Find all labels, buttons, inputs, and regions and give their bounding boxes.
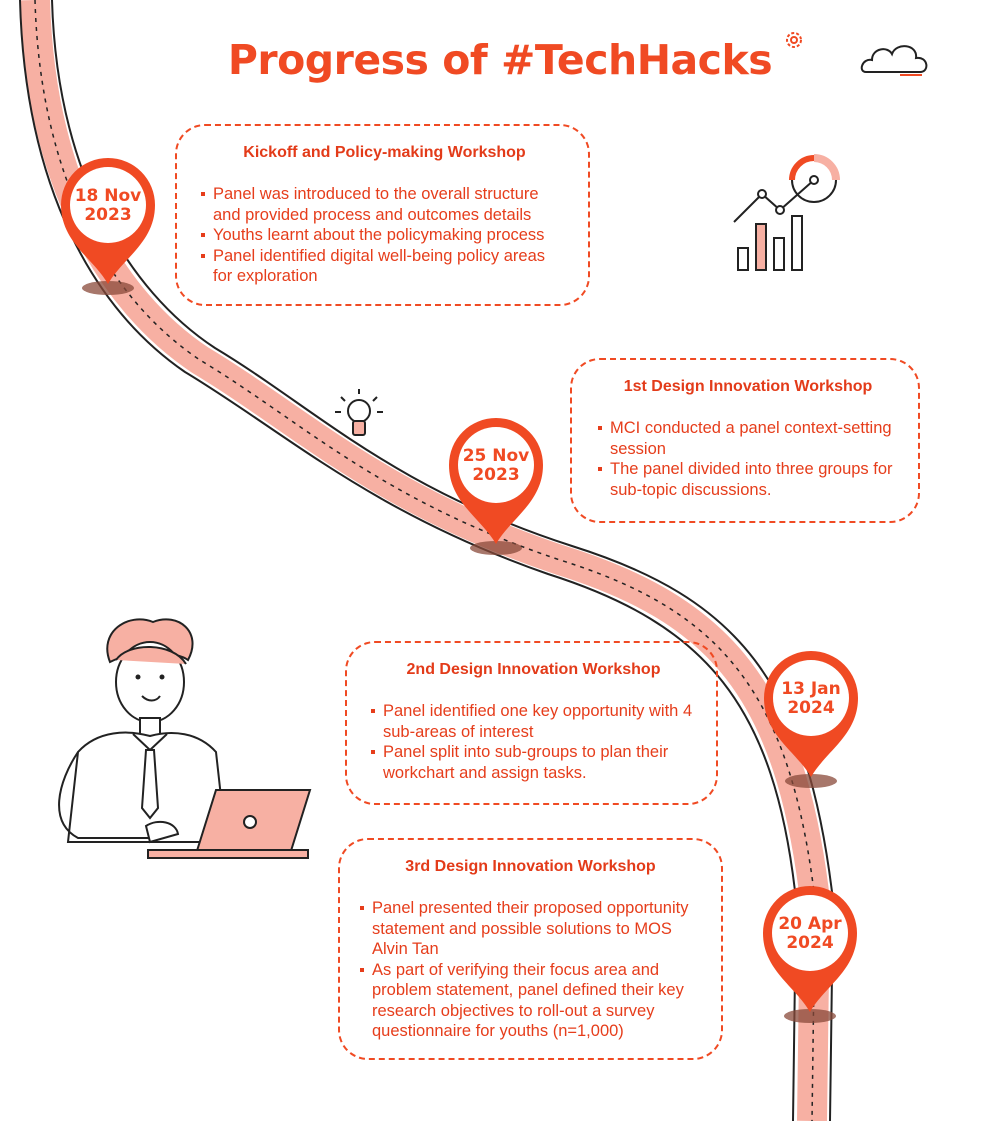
lightbulb-icon <box>335 389 383 436</box>
milestone-card-kickoff: Kickoff and Policy-making Workshop Panel… <box>175 124 590 306</box>
milestone-bullet: Panel split into sub-groups to plan thei… <box>371 742 696 783</box>
milestone-bullet: As part of verifying their focus area an… <box>360 960 701 1042</box>
map-pin-13-jan-2024: 13 Jan 2024 <box>756 643 866 793</box>
gear-icon <box>786 32 802 48</box>
milestone-bullets: Panel identified one key opportunity wit… <box>371 701 696 783</box>
map-pin-18-nov-2023: 18 Nov 2023 <box>53 150 163 300</box>
milestone-heading: 3rd Design Innovation Workshop <box>405 858 656 875</box>
person-with-laptop-illustration <box>58 618 312 859</box>
milestone-bullet: Panel identified one key opportunity wit… <box>371 701 696 742</box>
milestone-card-1st-design: 1st Design Innovation Workshop MCI condu… <box>570 358 920 523</box>
cloud-icon <box>860 45 928 76</box>
milestone-bullets: MCI conducted a panel context-setting se… <box>598 418 898 500</box>
chart-icon <box>733 154 840 271</box>
milestone-heading: Kickoff and Policy-making Workshop <box>243 144 526 161</box>
pin-date-year: 2024 <box>786 933 834 953</box>
pin-date-day: 18 Nov <box>74 186 142 206</box>
pin-date-day: 13 Jan <box>781 679 841 699</box>
milestone-bullets: Panel presented their proposed opportuni… <box>360 898 701 1042</box>
milestone-card-2nd-design: 2nd Design Innovation Workshop Panel ide… <box>345 641 718 805</box>
pin-date-year: 2023 <box>472 465 520 485</box>
milestone-bullet: Panel was introduced to the overall stru… <box>201 184 568 225</box>
milestone-bullet: The panel divided into three groups for … <box>598 459 898 500</box>
milestone-bullet: Youths learnt about the policymaking pro… <box>201 225 568 246</box>
pin-date-year: 2023 <box>84 205 132 225</box>
milestone-bullets: Panel was introduced to the overall stru… <box>201 184 568 287</box>
pin-date-year: 2024 <box>787 698 835 718</box>
milestone-bullet: Panel identified digital well-being poli… <box>201 246 568 287</box>
page-title: Progress of #TechHacks <box>227 36 773 84</box>
map-pin-20-apr-2024: 20 Apr 2024 <box>755 878 865 1028</box>
milestone-card-3rd-design: 3rd Design Innovation Workshop Panel pre… <box>338 838 723 1060</box>
pin-date-day: 20 Apr <box>778 914 842 934</box>
milestone-heading: 2nd Design Innovation Workshop <box>406 661 661 678</box>
milestone-heading: 1st Design Innovation Workshop <box>623 378 873 395</box>
pin-date-day: 25 Nov <box>462 446 530 466</box>
milestone-bullet: Panel presented their proposed opportuni… <box>360 898 701 960</box>
map-pin-25-nov-2023: 25 Nov 2023 <box>441 410 551 560</box>
milestone-bullet: MCI conducted a panel context-setting se… <box>598 418 898 459</box>
